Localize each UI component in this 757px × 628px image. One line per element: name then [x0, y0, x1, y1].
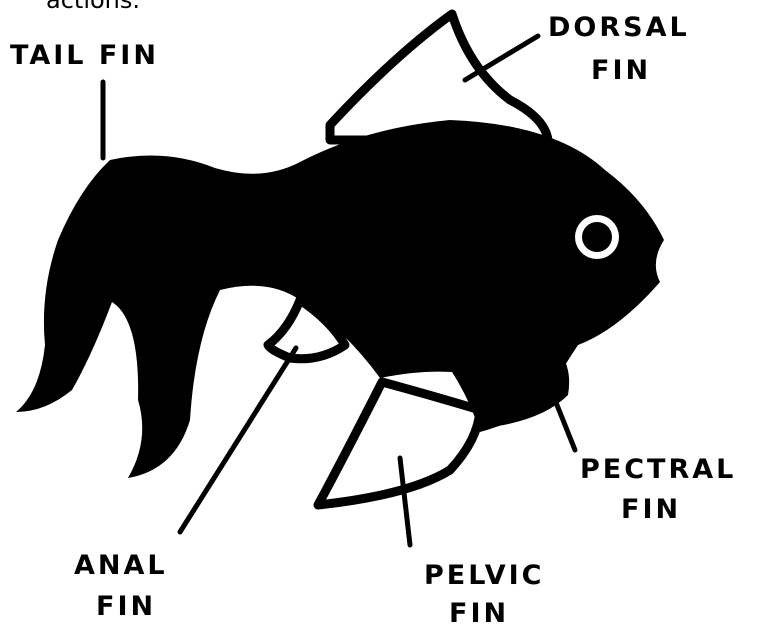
- dorsal-fin-shape: [330, 14, 548, 140]
- pectral-fin-label-line1: PECTRAL: [580, 454, 736, 485]
- tail-fin-label: TAIL FIN: [10, 40, 159, 71]
- pelvic-fin-shape: [318, 382, 480, 505]
- dorsal-fin-label-line1: DORSAL: [548, 12, 690, 43]
- dorsal-fin-label-line2: FIN: [591, 55, 651, 86]
- pectral-fin-leader: [555, 400, 575, 450]
- anal-fin-label-line2: FIN: [96, 591, 156, 622]
- pelvic-fin-label-line2: FIN: [449, 598, 509, 628]
- eye-pupil: [582, 222, 612, 252]
- anal-fin-label-line1: ANAL: [74, 550, 168, 581]
- pectral-fin-label-line2: FIN: [621, 494, 681, 525]
- caption-text: actions.: [46, 0, 140, 14]
- anal-fin-leader: [180, 348, 296, 532]
- pelvic-fin-label-line1: PELVIC: [424, 560, 544, 591]
